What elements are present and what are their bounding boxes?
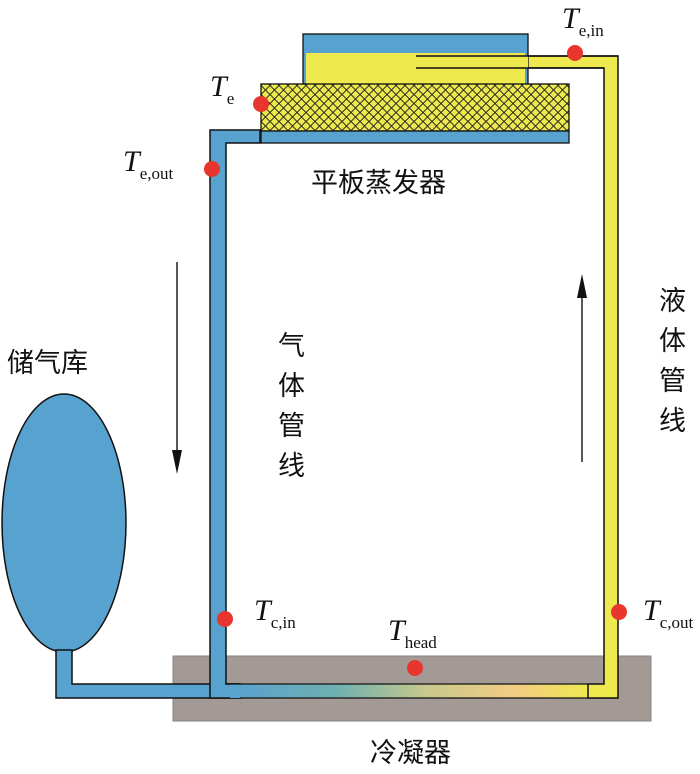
svg-text:管: 管 — [278, 411, 305, 442]
svg-text:液: 液 — [659, 286, 686, 317]
liquid-line — [415, 55, 619, 699]
label-condenser: 冷凝器 — [370, 738, 451, 769]
liquid-flow-arrow — [577, 274, 587, 462]
label-liquid-line: 液 体 管 线 — [659, 286, 686, 437]
reservoir — [1, 393, 127, 653]
evaporator-bottom-plate — [260, 130, 570, 144]
wick — [260, 83, 570, 132]
label-tc-in: Tc,in — [254, 594, 296, 632]
svg-text:体: 体 — [659, 326, 686, 357]
label-tc-out: Tc,out — [643, 594, 693, 632]
svg-text:气: 气 — [278, 331, 305, 362]
label-vapor-line: 气 体 管 线 — [278, 331, 305, 482]
label-evaporator: 平板蒸发器 — [311, 168, 446, 199]
sensor-te-in — [567, 45, 583, 61]
label-te-out: Te,out — [123, 145, 173, 183]
label-te: Te — [210, 70, 234, 108]
svg-text:线: 线 — [659, 406, 686, 437]
sensor-te-out — [204, 161, 220, 177]
label-te-in: Te,in — [562, 2, 604, 40]
sensor-te — [253, 96, 269, 112]
svg-text:线: 线 — [278, 451, 305, 482]
liquid-inlet-channel — [416, 56, 528, 68]
vapor-flow-arrow — [172, 262, 182, 474]
sensor-thead — [407, 660, 423, 676]
sensor-tc-out — [611, 604, 627, 620]
label-reservoir: 储气库 — [7, 348, 88, 379]
label-thead: Thead — [388, 614, 437, 652]
condenser-pipe — [230, 684, 588, 698]
svg-text:管: 管 — [659, 366, 686, 397]
evaporator — [260, 33, 618, 144]
vapor-line — [209, 129, 261, 699]
svg-text:体: 体 — [278, 371, 305, 402]
sensor-tc-in — [217, 611, 233, 627]
